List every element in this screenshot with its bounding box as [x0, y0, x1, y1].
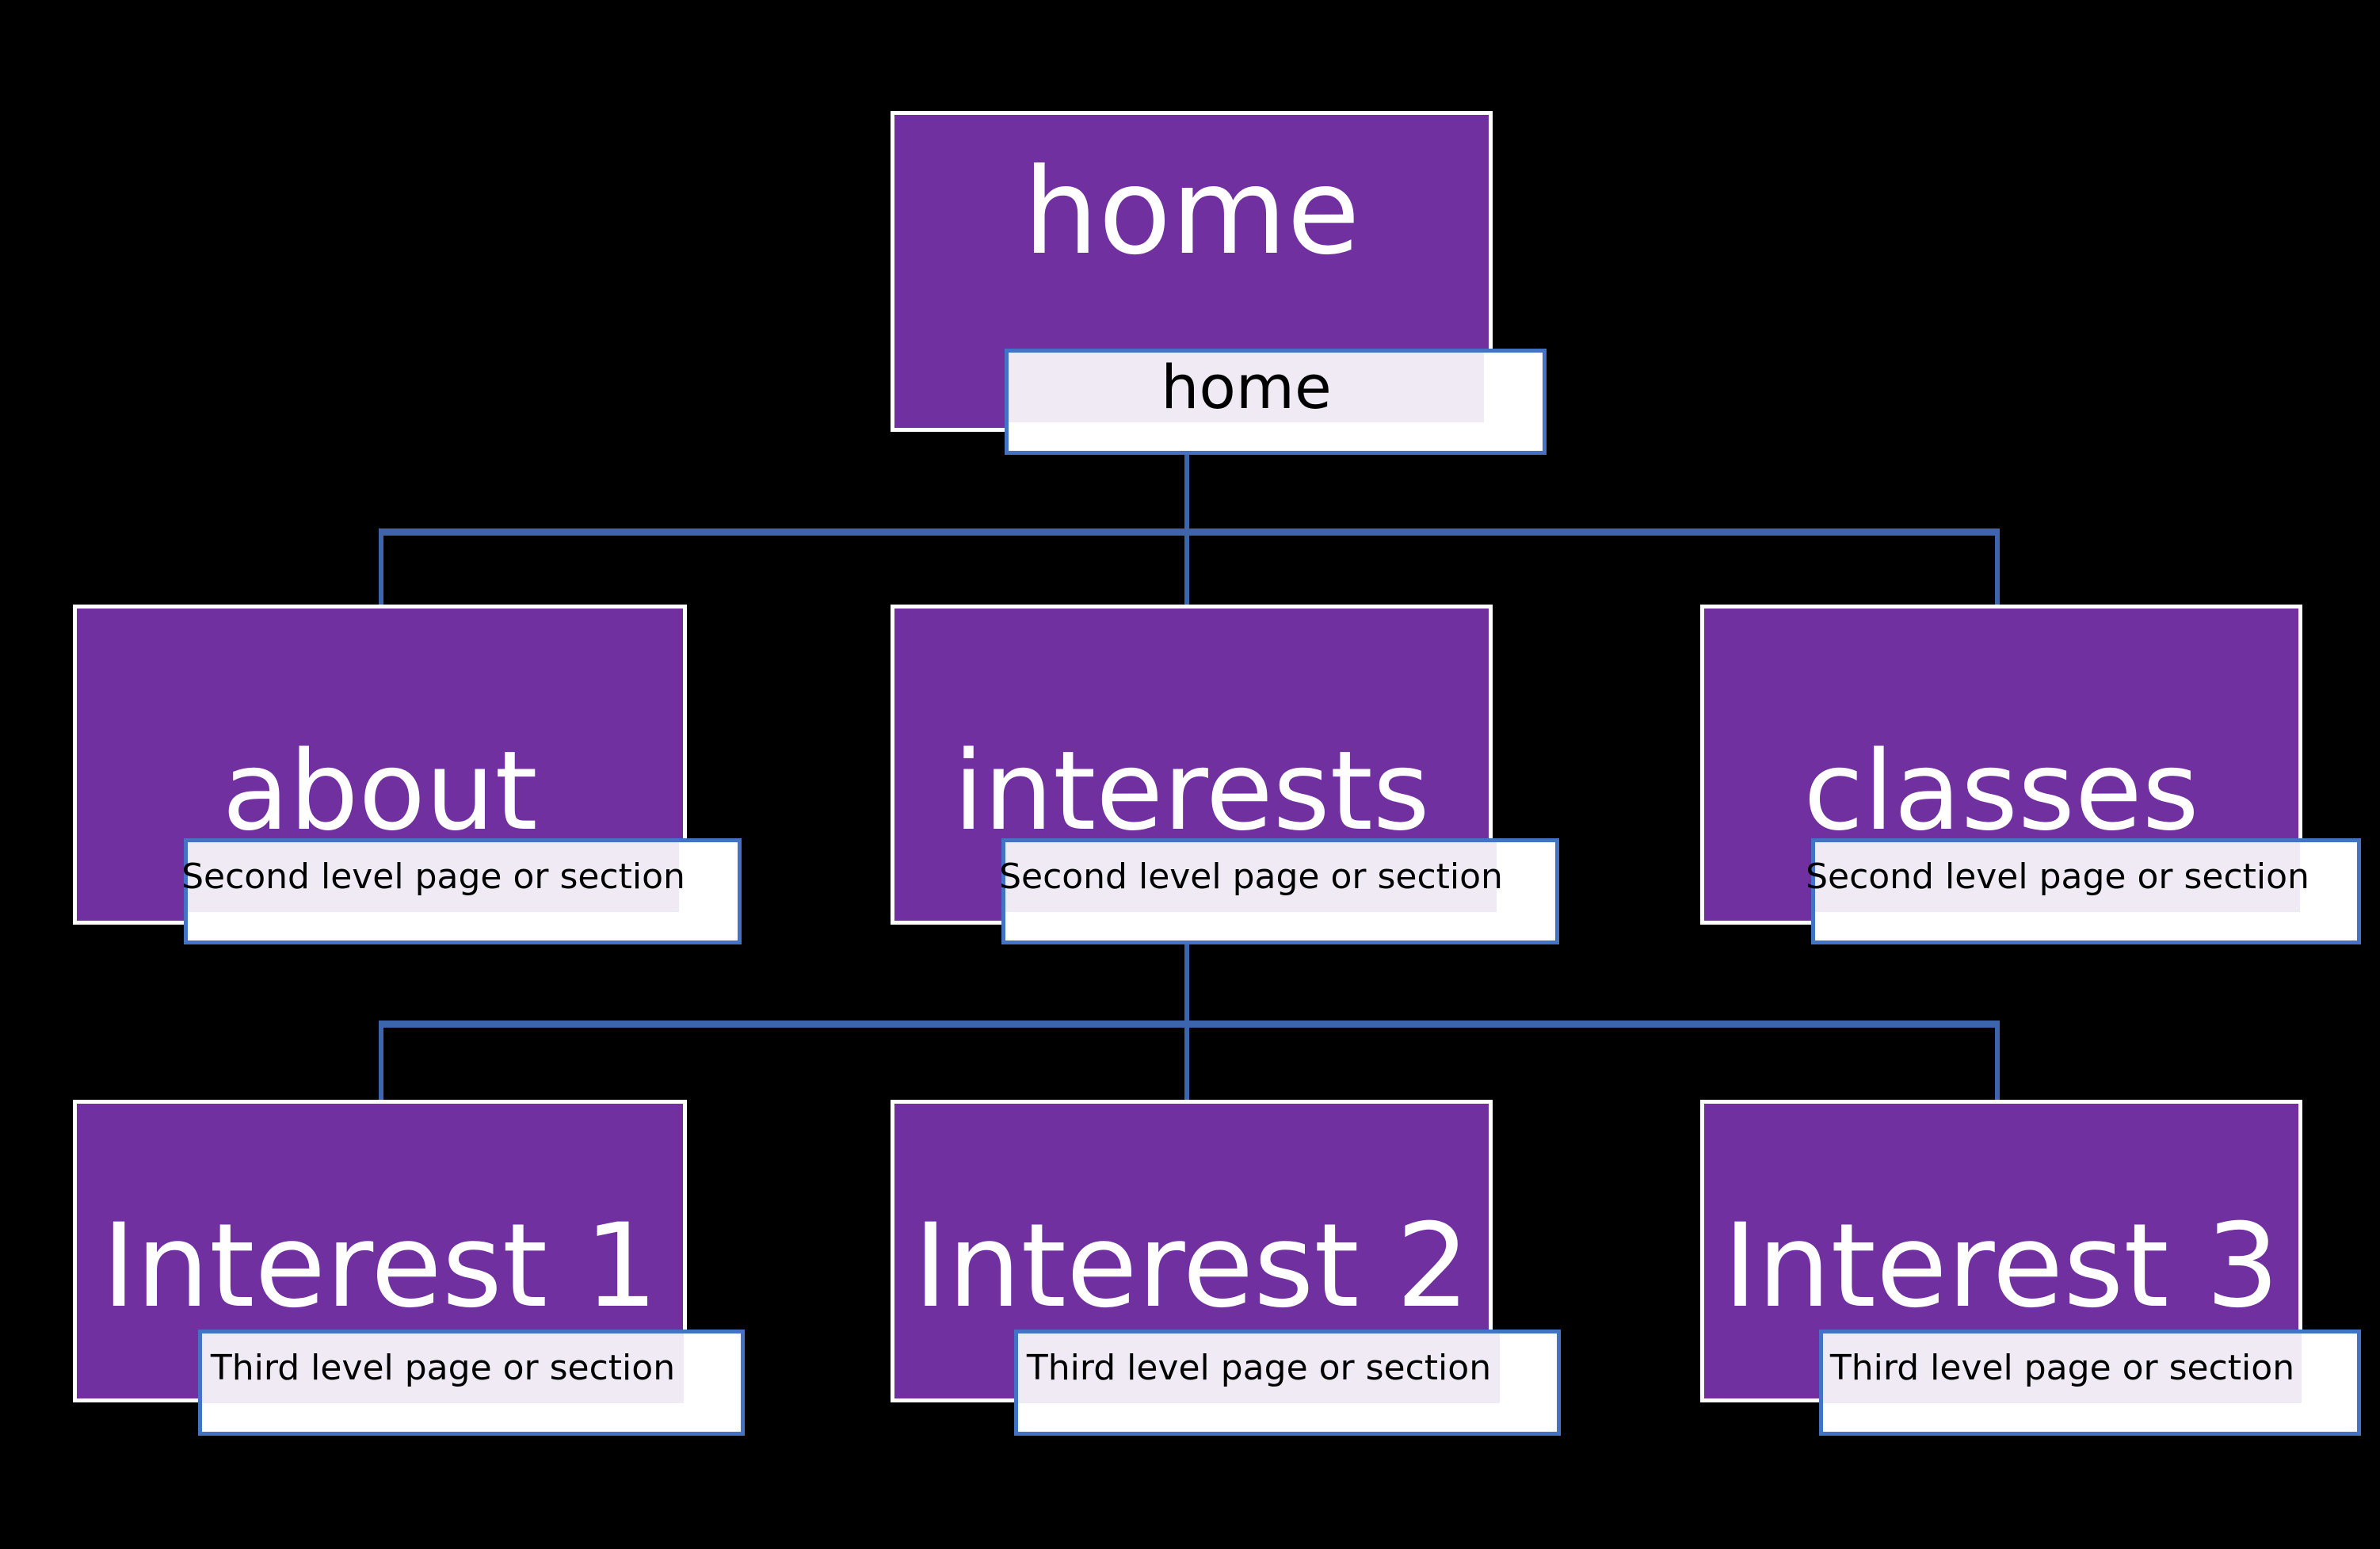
caption-interests[interactable]: Second level page or section: [999, 838, 1559, 944]
connector-root-stem: [1184, 454, 1189, 532]
caption-interest-2-highlight: Third level page or section: [1018, 1333, 1500, 1403]
node-classes-label: classes: [1803, 727, 2199, 855]
caption-interest-1[interactable]: Third level page or section: [198, 1330, 745, 1436]
caption-about[interactable]: Second level page or section: [181, 838, 742, 944]
caption-home-highlight: home: [1009, 353, 1484, 422]
caption-about-text: Second level page or section: [181, 857, 685, 897]
caption-interest-3[interactable]: Third level page or section: [1819, 1330, 2361, 1436]
caption-interests-highlight: Second level page or section: [999, 842, 1503, 912]
caption-interest-2-text: Third level page or section: [1026, 1348, 1492, 1388]
node-interest-1-label: Interest 1: [101, 1199, 658, 1333]
caption-interest-2[interactable]: Third level page or section: [1014, 1330, 1561, 1436]
caption-classes-highlight: Second level page or section: [1806, 842, 2309, 912]
connector-level3-drop-left: [379, 1021, 383, 1103]
connector-interests-stem: [1184, 943, 1189, 1024]
node-interest-2-label: Interest 2: [913, 1199, 1470, 1333]
caption-interest-1-text: Third level page or section: [210, 1348, 676, 1388]
connector-level2-drop-middle: [1184, 528, 1189, 608]
caption-interest-3-highlight: Third level page or section: [1823, 1333, 2302, 1403]
connector-level2-drop-left: [379, 528, 383, 608]
caption-interest-1-highlight: Third level page or section: [202, 1333, 684, 1403]
connector-level3-drop-middle: [1184, 1021, 1189, 1103]
node-interests-label: interests: [953, 727, 1430, 855]
connector-level2-bar: [379, 528, 2000, 536]
caption-home[interactable]: home: [1005, 349, 1547, 455]
connector-level2-drop-right: [1995, 528, 2000, 608]
caption-classes[interactable]: Second level page or section: [1806, 838, 2361, 944]
node-about-label: about: [222, 727, 538, 855]
node-home-label: home: [1023, 143, 1360, 281]
connector-level3-bar: [379, 1021, 2000, 1028]
connector-level3-drop-right: [1995, 1021, 2000, 1103]
caption-home-text: home: [1161, 352, 1332, 422]
caption-about-highlight: Second level page or section: [181, 842, 685, 912]
node-interest-3-label: Interest 3: [1723, 1199, 2279, 1333]
caption-interests-text: Second level page or section: [999, 857, 1503, 897]
caption-classes-text: Second level page or section: [1806, 857, 2309, 897]
caption-interest-3-text: Third level page or section: [1829, 1348, 2295, 1388]
